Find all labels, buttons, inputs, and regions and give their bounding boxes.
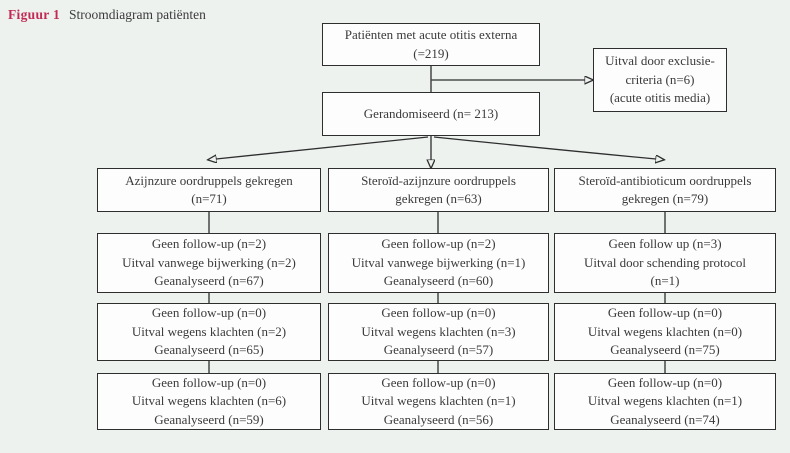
box-line: Geanalyseerd (n=56) — [383, 411, 494, 427]
box-line: Uitval wegens klachten (n=1) — [361, 393, 516, 409]
box-line: Geanalyseerd (n=67) — [154, 273, 264, 289]
box-line: Geanalyseerd (n=57) — [383, 342, 494, 358]
box-line: Steroïd-azijnzure oordruppels — [361, 172, 516, 188]
box-line: Geanalyseerd (n=60) — [383, 273, 494, 289]
box-line: Gerandomiseerd (n= 213) — [363, 105, 499, 121]
box-col3-followup2: Geen follow-up (n=0) Uitval wegens klach… — [554, 303, 776, 361]
box-line: Patiënten met acute otitis externa — [344, 27, 518, 42]
arrow-randomized-to-col1 — [216, 136, 429, 159]
box-line: Geanalyseerd (n=74) — [610, 411, 720, 427]
box-line: (=219) — [413, 45, 449, 61]
box-line: Uitval vanwege bijwerking (n=2) — [122, 254, 296, 270]
box-line: Geanalyseerd (n=59) — [154, 411, 264, 427]
box-line: Geen follow-up (n=0) — [381, 305, 496, 321]
box-line: Geen follow-up (n=0) — [381, 374, 496, 390]
box-line: Uitval wegens klachten (n=6) — [131, 393, 287, 409]
box-col2-followup2: Geen follow-up (n=0) Uitval wegens klach… — [328, 303, 549, 361]
box-col2-allocation: Steroïd-azijnzure oordruppels gekregen (… — [328, 168, 549, 212]
box-line: Uitval vanwege bijwerking (n=1) — [351, 254, 526, 270]
box-col3-allocation: Steroïd-antibioticum oordruppels gekrege… — [554, 168, 776, 212]
box-line: Geen follow-up (n=0) — [151, 305, 267, 321]
figure-title: Stroomdiagram patiënten — [69, 7, 206, 22]
box-line: Geen follow-up (n=0) — [607, 374, 723, 390]
box-line: Geen follow-up (n=2) — [151, 236, 267, 252]
box-line: Azijnzure oordruppels gekregen — [125, 172, 293, 188]
box-col1-followup2: Geen follow-up (n=0) Uitval wegens klach… — [97, 303, 321, 361]
box-line: (n=1) — [650, 273, 680, 289]
box-line: Geen follow up (n=3) — [608, 236, 722, 252]
box-col1-allocation: Azijnzure oordruppels gekregen (n=71) — [97, 168, 321, 212]
box-line: Uitval wegens klachten (n=0) — [587, 323, 743, 339]
box-line: (n=71) — [191, 191, 227, 206]
box-col1-followup1: Geen follow-up (n=2) Uitval vanwege bijw… — [97, 233, 321, 293]
box-line: Geen follow-up (n=2) — [381, 236, 496, 252]
box-line: Geanalyseerd (n=65) — [154, 342, 264, 358]
figure-caption: Figuur 1 Stroomdiagram patiënten — [8, 7, 206, 23]
figure-label: Figuur 1 — [8, 7, 61, 22]
box-line: (acute otitis media) — [609, 90, 711, 106]
box-line: Steroïd-antibioticum oordruppels — [578, 172, 752, 188]
box-col3-followup1: Geen follow up (n=3) Uitval door schendi… — [554, 233, 776, 293]
box-line: gekregen (n=63) — [395, 191, 482, 206]
box-line: Uitval wegens klachten (n=2) — [131, 323, 287, 339]
box-enrollment: Patiënten met acute otitis externa (=219… — [322, 23, 540, 66]
box-line: Uitval wegens klachten (n=3) — [361, 323, 516, 339]
box-line: Uitval door exclusie- — [605, 53, 715, 69]
box-col2-followup3: Geen follow-up (n=0) Uitval wegens klach… — [328, 373, 549, 430]
box-line: Uitval door schending protocol — [583, 254, 747, 270]
box-line: Uitval wegens klachten (n=1) — [587, 393, 743, 409]
box-col3-followup3: Geen follow-up (n=0) Uitval wegens klach… — [554, 373, 776, 430]
box-line: gekregen (n=79) — [621, 191, 709, 206]
box-col1-followup3: Geen follow-up (n=0) Uitval wegens klach… — [97, 373, 321, 430]
box-line: Geen follow-up (n=0) — [151, 374, 267, 390]
box-exclusion: Uitval door exclusie- criteria (n=6) (ac… — [593, 48, 727, 112]
box-line: criteria (n=6) — [625, 71, 695, 87]
box-col2-followup1: Geen follow-up (n=2) Uitval vanwege bijw… — [328, 233, 549, 293]
box-randomized: Gerandomiseerd (n= 213) — [322, 92, 540, 136]
box-line: Geen follow-up (n=0) — [607, 305, 723, 321]
box-line: Geanalyseerd (n=75) — [610, 342, 720, 358]
arrow-randomized-to-col3 — [433, 136, 656, 159]
